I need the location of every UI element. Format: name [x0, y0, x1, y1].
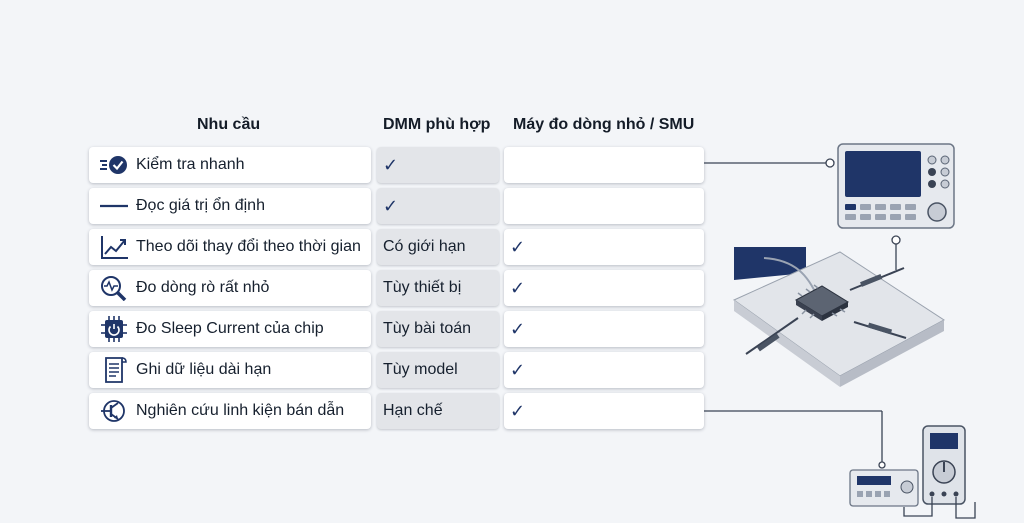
- smu-check-icon: ✓: [510, 318, 526, 339]
- smu-check-icon: ✓: [510, 236, 526, 257]
- dmm-value: Tùy model: [383, 361, 458, 378]
- need-cell: Ghi dữ liệu dài hạn: [89, 352, 371, 388]
- dmm-cell: ✓: [377, 147, 499, 183]
- quick-check-icon: [99, 152, 129, 178]
- dmm-value: Hạn chế: [383, 402, 443, 419]
- need-label: Đo dòng rò rất nhỏ: [136, 279, 270, 296]
- dmm-value: Tùy thiết bị: [383, 279, 462, 296]
- transistor-icon: [99, 398, 129, 424]
- header-dmm: DMM phù hợp: [383, 116, 491, 133]
- connector-lines: [704, 158, 901, 469]
- circuit-board-icon: [733, 247, 945, 387]
- need-label: Kiểm tra nhanh: [136, 156, 245, 173]
- dmm-cell: Hạn chế: [377, 393, 499, 429]
- need-cell: Đo dòng rò rất nhỏ: [89, 270, 371, 306]
- dmm-cell: ✓: [377, 188, 499, 224]
- data-log-icon: [99, 357, 129, 383]
- smu-check-icon: ✓: [510, 400, 526, 421]
- flat-line-icon: [99, 193, 129, 219]
- equipment-illustration: [704, 143, 976, 519]
- handheld-multimeter-icon: [922, 425, 966, 505]
- dmm-cell: Tùy bài toán: [377, 311, 499, 347]
- dmm-cell: Tùy model: [377, 352, 499, 388]
- need-cell: Nghiên cứu linh kiện bán dẫn: [89, 393, 371, 429]
- dmm-value: Tùy bài toán: [383, 320, 472, 337]
- header-need: Nhu cầu: [197, 116, 261, 133]
- need-label: Đo Sleep Current của chip: [136, 320, 324, 337]
- smu-check-icon: ✓: [510, 277, 526, 298]
- need-label: Theo dõi thay đổi theo thời gian: [136, 238, 361, 255]
- magnifier-wave-icon: [99, 275, 129, 301]
- need-cell: Đọc giá trị ổn định: [89, 188, 371, 224]
- smu-cell: ✓: [504, 270, 704, 306]
- need-cell: Đo Sleep Current của chip: [89, 311, 371, 347]
- header-smu: Máy đo dòng nhỏ / SMU: [513, 116, 695, 133]
- smu-cell: [504, 188, 704, 224]
- dmm-cell: Có giới hạn: [377, 229, 499, 265]
- need-cell: Kiểm tra nhanh: [89, 147, 371, 183]
- dmm-cell: Tùy thiết bị: [377, 270, 499, 306]
- benchtop-meter-icon: [837, 143, 955, 229]
- dmm-check-icon: ✓: [383, 154, 399, 175]
- chip-power-icon: [99, 316, 129, 342]
- trend-chart-icon: [99, 234, 129, 260]
- smu-cell: ✓: [504, 393, 704, 429]
- need-label: Đọc giá trị ổn định: [136, 197, 265, 214]
- smu-check-icon: ✓: [510, 359, 526, 380]
- smu-cell: ✓: [504, 352, 704, 388]
- dmm-value: Có giới hạn: [383, 238, 466, 255]
- bench-instrument-icon: [849, 469, 919, 507]
- dmm-check-icon: ✓: [383, 195, 399, 216]
- smu-cell: [504, 147, 704, 183]
- smu-cell: ✓: [504, 229, 704, 265]
- need-label: Ghi dữ liệu dài hạn: [136, 361, 272, 378]
- need-cell: Theo dõi thay đổi theo thời gian: [89, 229, 371, 265]
- smu-cell: ✓: [504, 311, 704, 347]
- need-label: Nghiên cứu linh kiện bán dẫn: [136, 402, 345, 419]
